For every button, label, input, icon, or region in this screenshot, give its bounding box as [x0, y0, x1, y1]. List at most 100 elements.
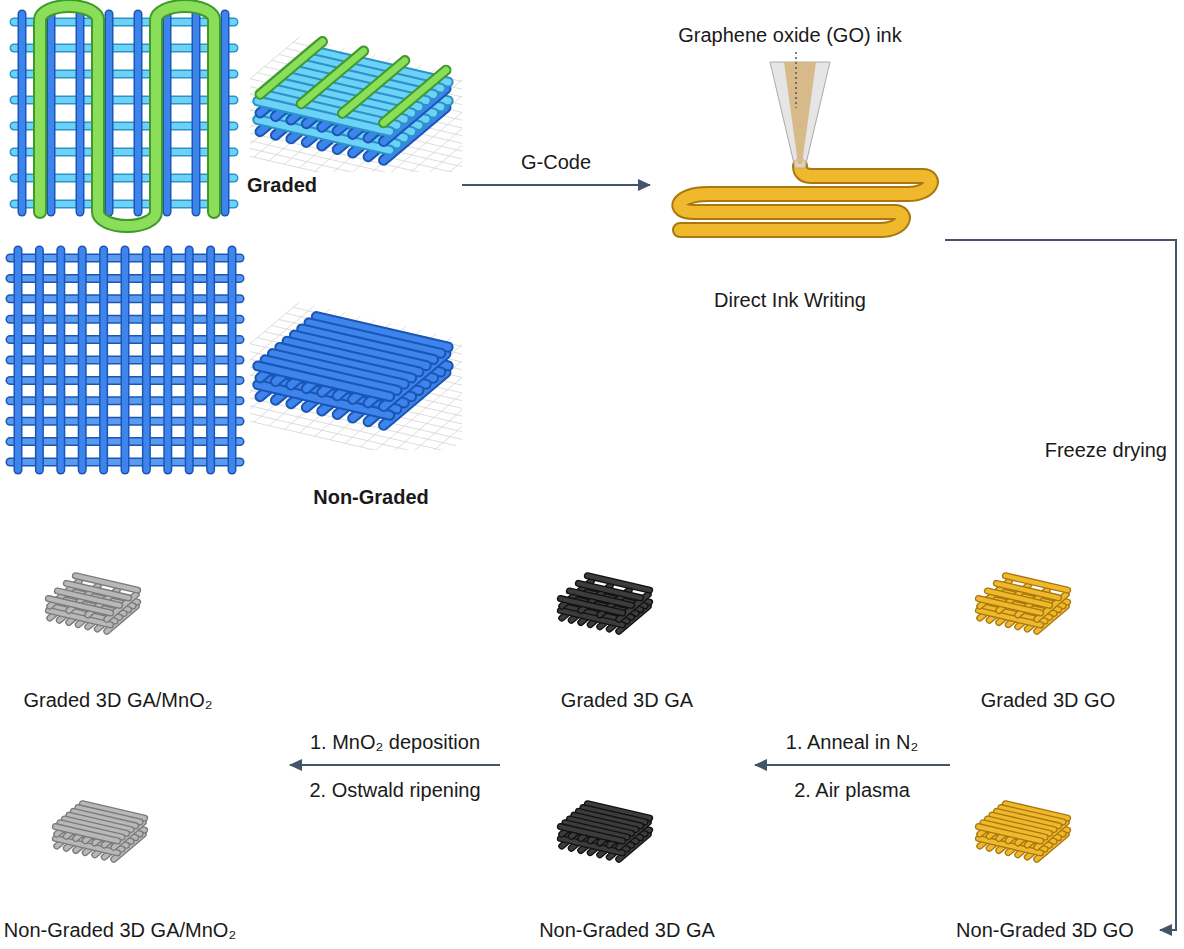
- design-panel: Non-Graded: [0, 240, 462, 512]
- node-label: Graded 3D GO: [981, 688, 1116, 712]
- graded-ga-lattice: [560, 576, 649, 632]
- lattice-rod: [560, 599, 622, 613]
- rod: [79, 250, 85, 470]
- lattice-rod-fill: [560, 599, 622, 613]
- rod: [185, 250, 194, 470]
- lattice-rod: [978, 599, 1040, 613]
- process-arrow: [290, 764, 500, 766]
- lattice-rod: [978, 827, 1040, 841]
- rod: [36, 250, 42, 470]
- lattice-rod-fill: [384, 70, 446, 123]
- node-label: Direct Ink Writing: [714, 288, 866, 312]
- rod: [47, 14, 56, 212]
- lattice-rod: [301, 51, 363, 104]
- sample-panel: Non-Graded 3D GA/MnO₂: [0, 790, 290, 945]
- rod: [228, 250, 237, 470]
- serpentine-rod-fill: [40, 6, 214, 226]
- rod: [222, 14, 228, 212]
- rod: [208, 250, 214, 470]
- rod: [76, 14, 85, 212]
- step-label: 2. Air plasma: [791, 778, 913, 802]
- node-label: Non-Graded 3D GO: [956, 918, 1134, 942]
- rod: [14, 250, 23, 470]
- rod: [122, 250, 128, 470]
- rod: [164, 14, 170, 212]
- rod: [105, 14, 114, 212]
- rod: [99, 250, 108, 470]
- lattice-rod-fill: [978, 827, 1040, 841]
- rod: [192, 14, 201, 212]
- sample-panel: Graded 3D GA: [500, 540, 755, 780]
- rod: [221, 14, 230, 212]
- graded-top-view: [14, 6, 234, 226]
- rod: [18, 14, 27, 212]
- rod: [206, 250, 215, 470]
- design-panel: Graded: [0, 0, 462, 228]
- lattice-rod-fill: [48, 599, 110, 613]
- lattice-rod: [560, 827, 622, 841]
- rod: [15, 250, 21, 470]
- node-label: Graded 3D GA/MnO₂: [24, 688, 213, 712]
- rod: [48, 14, 54, 212]
- lattice-rod: [48, 599, 110, 613]
- perspective-grid: [250, 37, 462, 172]
- graded-3d-view: [178, 37, 550, 199]
- rod: [134, 14, 143, 212]
- rod: [163, 14, 172, 212]
- non-graded-mno2-lattice: [55, 804, 144, 860]
- rod: [229, 250, 235, 470]
- process-panel: Direct Ink Writing: [650, 20, 945, 320]
- lattice-rod: [258, 366, 390, 397]
- rod: [78, 250, 87, 470]
- lattice-rod-fill: [260, 42, 322, 95]
- nozzle: [770, 62, 830, 168]
- connector-group: [290, 185, 1176, 930]
- rod: [121, 250, 130, 470]
- rod: [193, 14, 199, 212]
- step-label: 1. MnO₂ deposition: [307, 730, 483, 754]
- node-label: Non-Graded 3D GA: [539, 918, 715, 942]
- lattice-rod-fill: [258, 101, 390, 132]
- rod: [143, 250, 149, 470]
- node-label: Non-Graded: [313, 485, 429, 509]
- rod: [101, 250, 107, 470]
- node-label: Graded: [247, 173, 317, 197]
- leader-line: [795, 52, 797, 108]
- rod: [56, 250, 65, 470]
- printed-filament: [679, 166, 931, 230]
- graded-go-lattice: [978, 576, 1067, 632]
- arrow-label: Freeze drying: [1042, 438, 1170, 462]
- non-graded-top-view: [10, 250, 240, 470]
- arrow-label: G-Code: [518, 150, 594, 174]
- callout-label: Graphene oxide (GO) ink: [675, 23, 904, 47]
- rod: [19, 14, 25, 212]
- non-graded-ga-lattice: [560, 804, 649, 860]
- rod: [77, 14, 83, 212]
- lattice-rod-fill: [258, 366, 390, 397]
- sample-panel: Graded 3D GA/MnO₂: [0, 540, 290, 780]
- lattice-rod: [342, 61, 404, 114]
- rod: [58, 250, 64, 470]
- rod: [35, 250, 44, 470]
- lattice-rod: [55, 827, 117, 841]
- process-arrow: [462, 184, 650, 186]
- non-graded-go-lattice: [978, 804, 1067, 860]
- direct-ink-writing-illustration: [679, 52, 931, 230]
- perspective-grid: [250, 302, 462, 450]
- rod: [163, 250, 172, 470]
- printed-filament-fill: [679, 166, 931, 230]
- lattice-rod-fill: [978, 599, 1040, 613]
- sample-panel: Non-Graded 3D GA: [500, 790, 755, 945]
- graded-mno2-lattice: [48, 576, 137, 632]
- node-label: Graded 3D GA: [561, 688, 693, 712]
- step-label: 2. Ostwald ripening: [306, 778, 483, 802]
- rod: [165, 250, 171, 470]
- lattice-rod: [258, 101, 390, 132]
- lattice-rod: [384, 70, 446, 123]
- lattice-rod-fill: [301, 51, 363, 104]
- rod: [135, 14, 141, 212]
- node-label: Non-Graded 3D GA/MnO₂: [4, 918, 236, 942]
- step-label: 1. Anneal in N₂: [783, 730, 921, 754]
